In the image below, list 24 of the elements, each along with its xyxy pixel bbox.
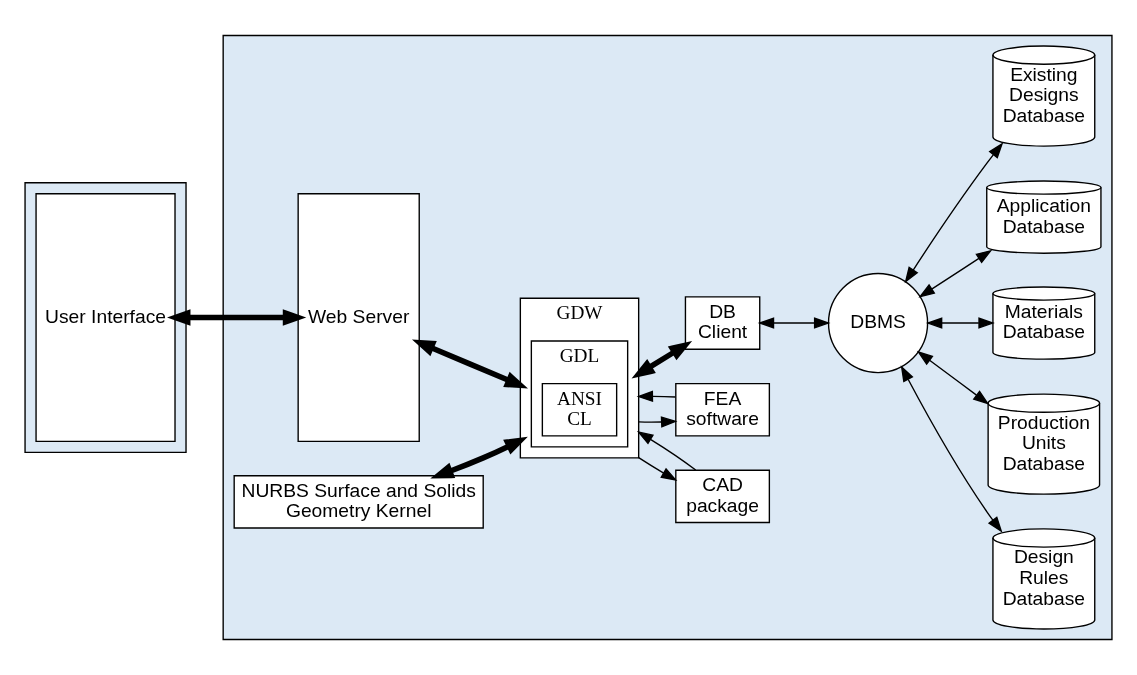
node-box: CAD package	[675, 469, 771, 524]
arrow	[412, 339, 529, 389]
arrow	[925, 317, 995, 329]
node-box: User Interface	[35, 193, 176, 443]
node-box: NURBS Surface and Solids Geometry Kernel	[233, 475, 484, 529]
arrow	[167, 309, 307, 326]
node-box: DB Client	[684, 296, 761, 350]
arrow	[900, 365, 1003, 533]
node-box: Web Server	[297, 193, 420, 443]
node-circle: DBMS	[827, 272, 929, 374]
arrow	[636, 431, 697, 471]
cluster	[222, 34, 1113, 641]
arrow	[904, 142, 1004, 284]
arrow	[916, 350, 990, 405]
arrow	[631, 341, 693, 379]
arrow	[636, 390, 677, 403]
arrow	[918, 249, 993, 298]
arrow	[757, 317, 831, 329]
arrow	[637, 456, 678, 481]
arrow	[637, 416, 678, 428]
cluster	[24, 182, 187, 454]
arrow	[430, 436, 528, 479]
node-box: ANSI CL	[541, 382, 618, 437]
node-box: FEA software	[675, 382, 771, 437]
